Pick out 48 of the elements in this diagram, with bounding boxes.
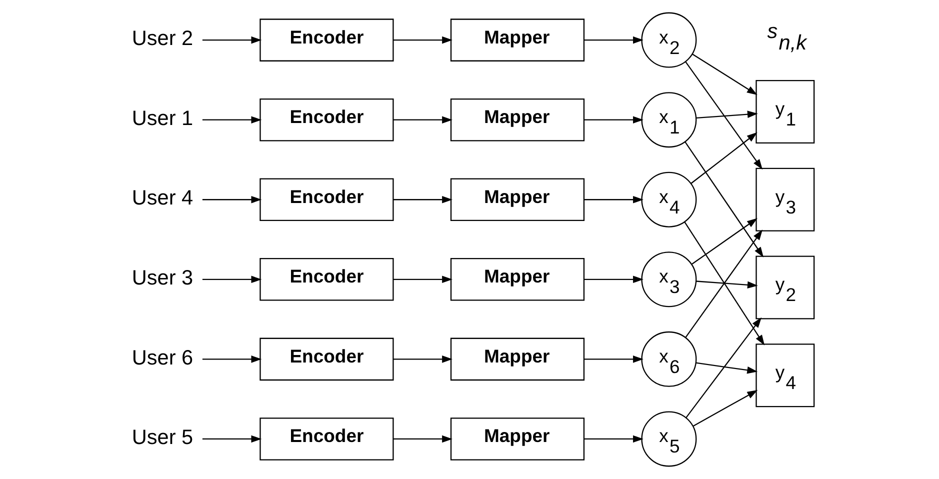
- arrow: [584, 116, 644, 124]
- arrow: [393, 356, 452, 363]
- arrow: [584, 36, 644, 44]
- arrow: [696, 362, 758, 374]
- node-text: User 3: [132, 266, 194, 290]
- arrow: [686, 317, 762, 418]
- node-box: Mapper: [450, 418, 585, 460]
- node-box: Mapper: [450, 178, 585, 221]
- node-box: Encoder: [260, 258, 394, 301]
- node-text: User 1: [132, 106, 194, 130]
- arrow: [584, 435, 644, 443]
- arrow: [685, 62, 763, 170]
- arrow: [684, 142, 764, 258]
- arrow: [684, 222, 765, 346]
- arrow: [690, 132, 758, 184]
- node-box: Encoder: [260, 178, 394, 221]
- arrow: [202, 116, 262, 124]
- node-box: Mapper: [450, 258, 585, 301]
- arrow: [202, 196, 262, 204]
- node-box: Mapper: [450, 338, 585, 381]
- arrow: [393, 116, 452, 124]
- node-box: Encoder: [260, 418, 394, 460]
- node-text: User 6: [132, 346, 194, 370]
- arrow: [202, 276, 262, 284]
- arrow: [584, 276, 644, 284]
- node-text: User 5: [132, 426, 194, 450]
- arrow: [685, 230, 763, 338]
- arrow: [692, 218, 758, 264]
- arrow: [584, 196, 644, 204]
- node-box: Mapper: [450, 18, 585, 62]
- arrow: [393, 435, 452, 443]
- arrow: [393, 196, 452, 204]
- node-text: User 4: [132, 186, 194, 210]
- arrow: [202, 435, 262, 443]
- arrow: [696, 110, 758, 119]
- node-box: Encoder: [260, 338, 394, 381]
- node-box: Mapper: [450, 98, 585, 142]
- arrow: [692, 54, 758, 95]
- arrow: [393, 36, 452, 44]
- arrow: [584, 356, 644, 363]
- arrow: [692, 390, 758, 427]
- node-box: Encoder: [260, 18, 394, 62]
- node-box: Encoder: [260, 98, 394, 142]
- arrow: [202, 36, 262, 44]
- node-text: User 2: [132, 27, 194, 50]
- arrow: [202, 356, 262, 363]
- arrow: [696, 280, 758, 289]
- arrow: [393, 276, 452, 284]
